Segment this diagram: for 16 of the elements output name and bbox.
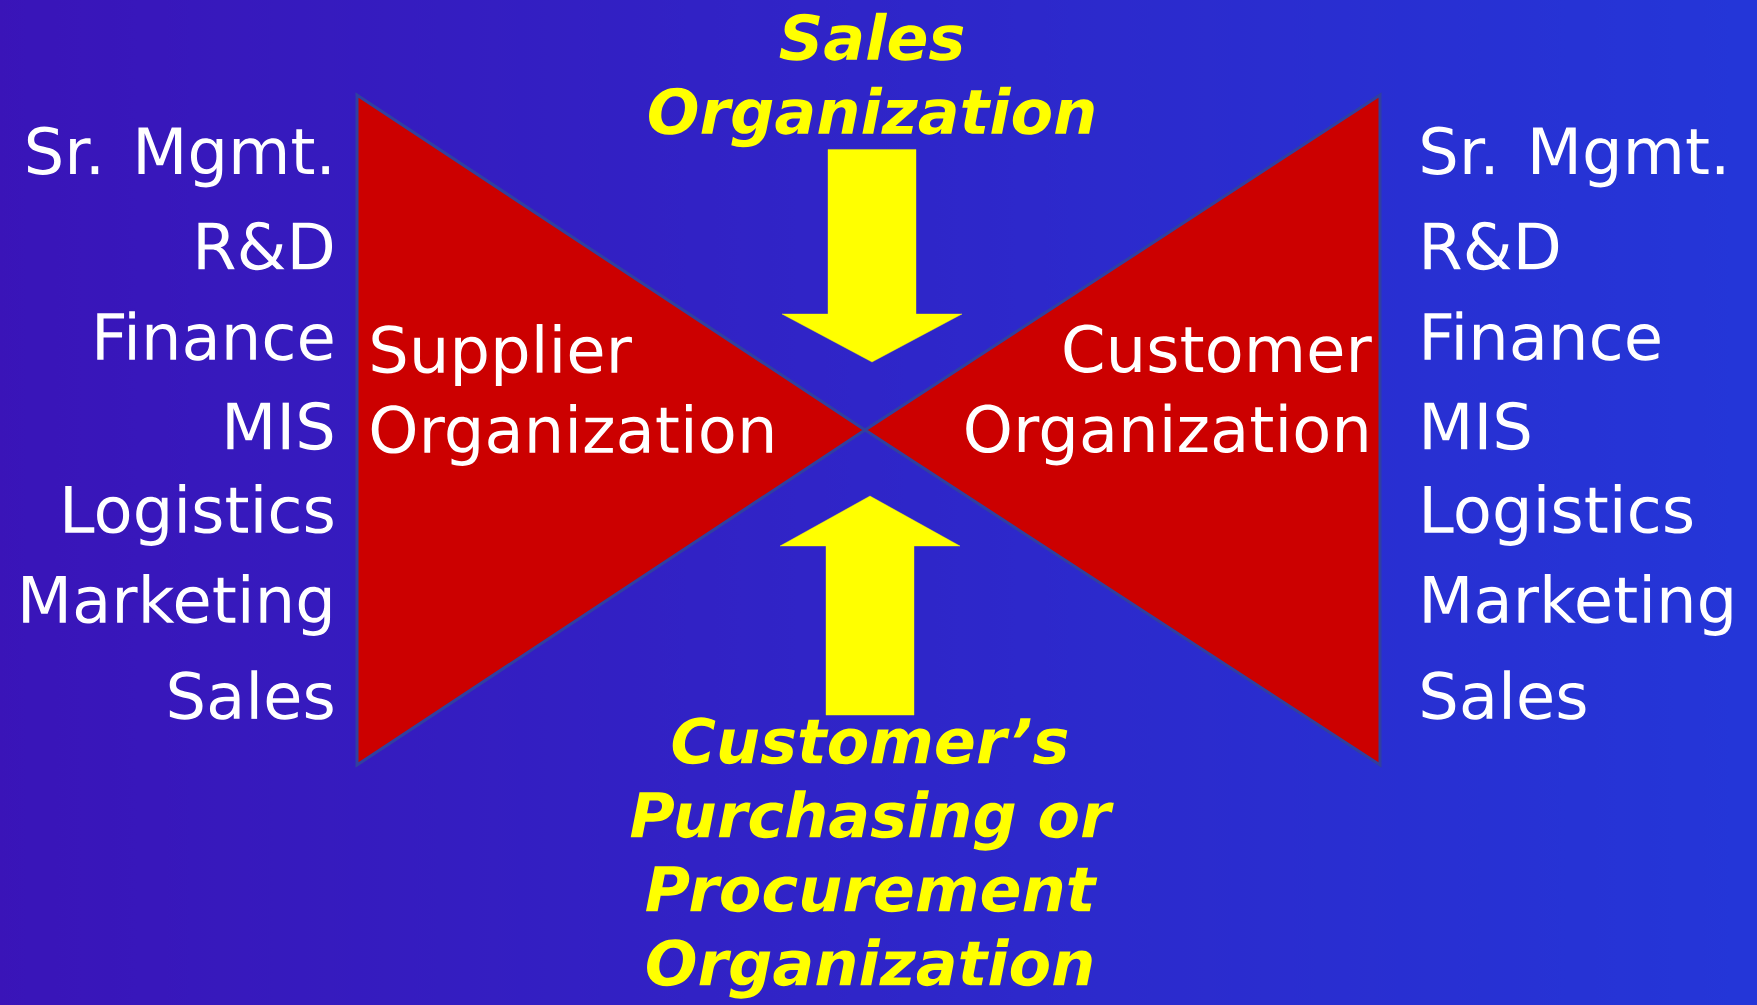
list-item: Sr. Mgmt. [27,126,329,188]
block-arrow [781,149,963,363]
list-item: Marketing [23,574,331,636]
list-item: Finance [1424,311,1660,361]
block-arrow [779,495,961,716]
list-item: Marketing [1424,574,1732,636]
list-item: Sr. Mgmt. [1422,126,1724,188]
list-item: R&D [1424,221,1559,271]
list-item: Finance [97,311,333,361]
list-item: MIS [1424,401,1530,451]
list-item: R&D [198,221,333,271]
list-item: Logistics [1424,484,1692,546]
list-item: Sales [1422,670,1586,720]
list-item: Sales [169,670,333,720]
list-item: MIS [227,401,333,451]
list-item: Logistics [65,484,333,546]
